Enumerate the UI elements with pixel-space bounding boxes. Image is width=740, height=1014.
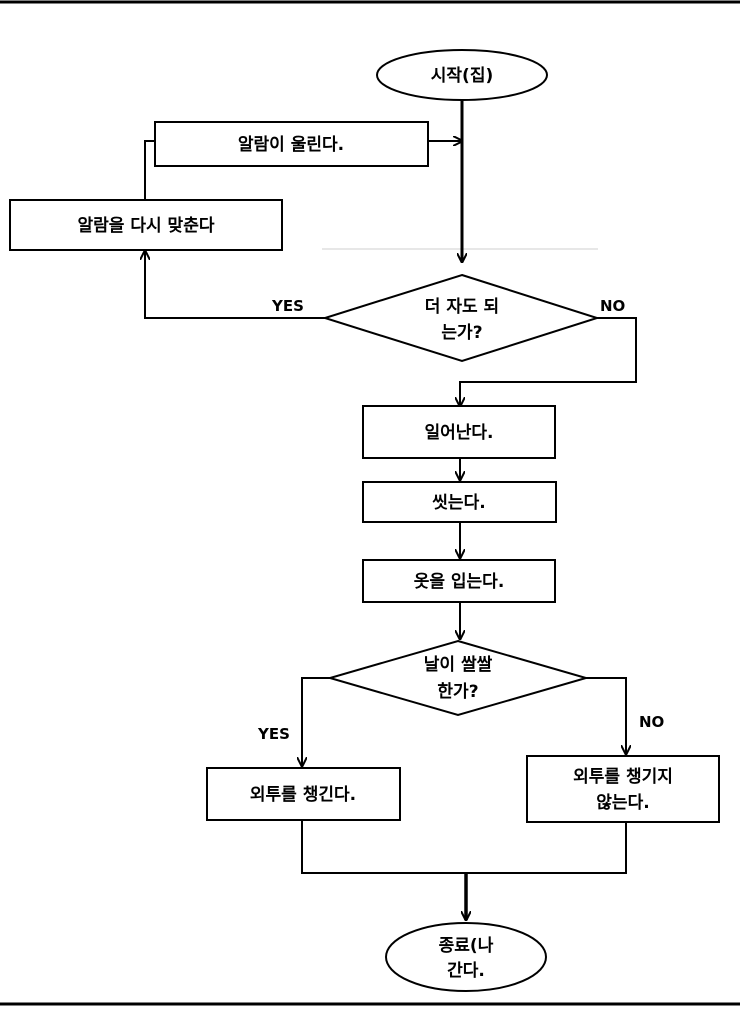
- start-label: 시작(집): [431, 66, 493, 86]
- cold-no-label: NO: [639, 713, 664, 731]
- reset-alarm-label: 알람을 다시 맞춘다: [78, 215, 215, 236]
- end-line1: 종료(나: [439, 936, 494, 956]
- get-up-box: 일어난다.: [362, 405, 556, 459]
- connector-no-to-nocoat: [586, 677, 626, 754]
- dress-label: 옷을 입는다.: [414, 572, 505, 592]
- end-line2: 간다.: [447, 961, 485, 981]
- sleep-yes-label: YES: [271, 297, 304, 315]
- no-coat-line1: 외투를 챙기지: [573, 767, 673, 787]
- connector-no-to-getup: [460, 317, 637, 406]
- no-coat-box: 외투를 챙기지 않는다.: [526, 755, 720, 823]
- wash-label: 씻는다.: [432, 493, 485, 513]
- sleep-more-decision: 더 자도 되 는가?: [321, 273, 601, 363]
- get-up-label: 일어난다.: [424, 423, 493, 443]
- sleep-no-label: NO: [600, 297, 625, 315]
- reset-alarm-box: 알람을 다시 맞춘다: [9, 199, 283, 251]
- connector-merge: [301, 820, 627, 874]
- dress-box: 옷을 입는다.: [362, 559, 556, 603]
- connector-reset-to-alarm: [144, 140, 155, 200]
- alarm-rings-box: 알람이 울린다.: [154, 121, 429, 167]
- no-coat-line2: 않는다.: [596, 793, 649, 813]
- end-terminal: 종료(나 간다.: [385, 922, 547, 992]
- cold-yes-label: YES: [257, 725, 290, 743]
- take-coat-label: 외투를 챙긴다.: [250, 785, 356, 805]
- sleep-more-line1: 더 자도 되: [425, 297, 499, 317]
- alarm-rings-label: 알람이 울린다.: [238, 134, 344, 155]
- sleep-more-line2: 는가?: [441, 323, 482, 343]
- wash-box: 씻는다.: [362, 481, 557, 523]
- cold-line1: 날이 쌀쌀: [424, 655, 493, 675]
- take-coat-box: 외투를 챙긴다.: [206, 767, 401, 821]
- start-terminal: 시작(집): [376, 49, 548, 101]
- connector-yes-to-reset: [145, 251, 325, 319]
- cold-line2: 한가?: [437, 682, 478, 702]
- connector-yes-to-coat: [302, 677, 330, 766]
- cold-decision: 날이 쌀쌀 한가?: [326, 639, 590, 717]
